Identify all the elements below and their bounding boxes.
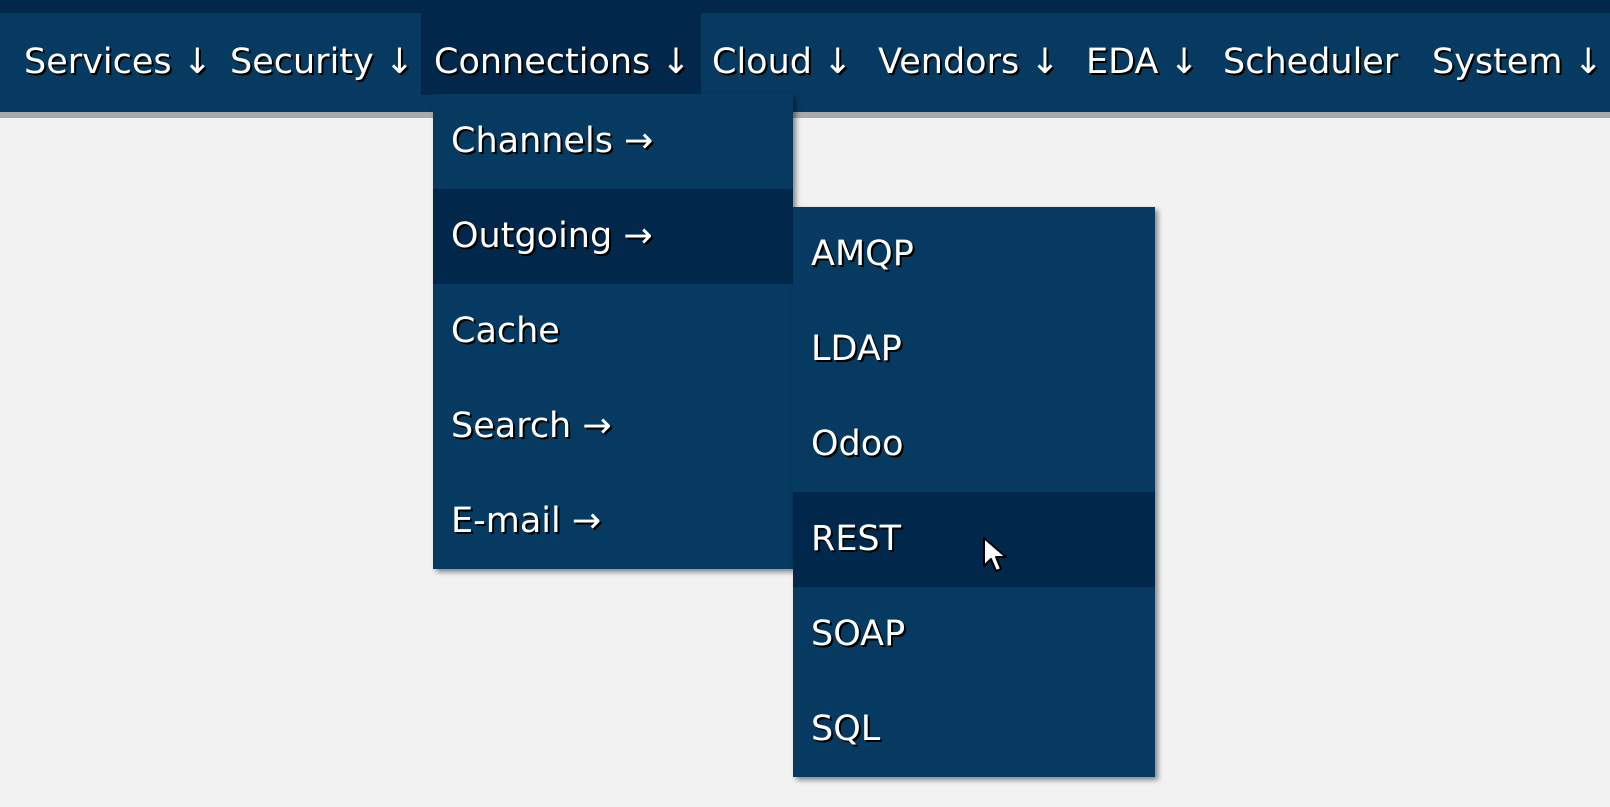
menu-connections[interactable]: Connections ↓ bbox=[421, 13, 701, 95]
mouse-pointer-icon bbox=[983, 537, 1007, 572]
outgoing-submenu: AMQP LDAP Odoo REST SOAP SQL bbox=[793, 207, 1155, 777]
outgoing-item-amqp[interactable]: AMQP bbox=[811, 234, 914, 274]
outgoing-item-odoo[interactable]: Odoo bbox=[811, 424, 904, 464]
outgoing-item-rest[interactable]: REST bbox=[793, 492, 1155, 587]
connections-item-search[interactable]: Search → bbox=[451, 406, 612, 446]
top-strip bbox=[0, 0, 1610, 13]
connections-dropdown: Channels → Outgoing → Cache Search → E-m… bbox=[433, 94, 793, 569]
main-menubar bbox=[0, 13, 1610, 112]
outgoing-item-sql[interactable]: SQL bbox=[811, 709, 881, 749]
menu-security[interactable]: Security ↓ bbox=[230, 42, 415, 82]
connections-item-outgoing[interactable]: Outgoing → bbox=[433, 189, 793, 284]
menu-scheduler[interactable]: Scheduler bbox=[1223, 42, 1399, 82]
outgoing-item-soap[interactable]: SOAP bbox=[811, 614, 906, 654]
menu-system[interactable]: System ↓ bbox=[1432, 42, 1603, 82]
menu-vendors[interactable]: Vendors ↓ bbox=[878, 42, 1060, 82]
menu-eda[interactable]: EDA ↓ bbox=[1086, 42, 1199, 82]
connections-item-cache[interactable]: Cache bbox=[451, 311, 560, 351]
menu-services[interactable]: Services ↓ bbox=[24, 42, 213, 82]
connections-item-channels[interactable]: Channels → bbox=[451, 121, 654, 161]
outgoing-item-ldap[interactable]: LDAP bbox=[811, 329, 902, 369]
menu-cloud[interactable]: Cloud ↓ bbox=[712, 42, 853, 82]
connections-item-email[interactable]: E-mail → bbox=[451, 501, 602, 541]
menubar-shadow bbox=[0, 112, 1610, 118]
